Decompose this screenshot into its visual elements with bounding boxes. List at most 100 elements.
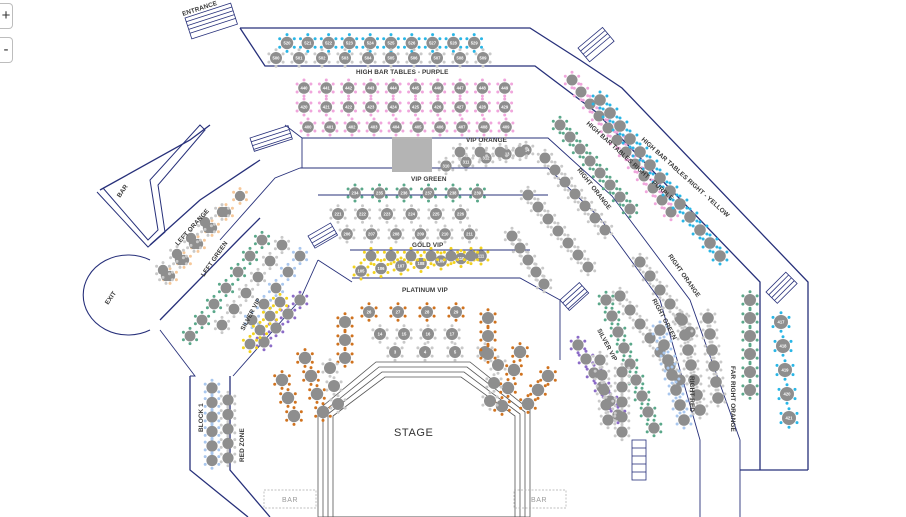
chair[interactable] bbox=[611, 128, 615, 132]
chair[interactable] bbox=[325, 380, 329, 384]
chair[interactable] bbox=[376, 45, 379, 49]
chair[interactable] bbox=[334, 37, 338, 41]
chair[interactable] bbox=[787, 325, 791, 329]
table[interactable] bbox=[651, 280, 669, 300]
table-top[interactable] bbox=[422, 328, 434, 340]
chair[interactable] bbox=[271, 304, 275, 308]
chair[interactable] bbox=[603, 310, 607, 314]
chair[interactable] bbox=[546, 225, 550, 229]
table-high-bar-front[interactable]: 527 bbox=[423, 33, 442, 53]
chair[interactable] bbox=[451, 101, 455, 105]
chair[interactable] bbox=[673, 354, 677, 358]
table-top[interactable] bbox=[362, 52, 374, 64]
chair[interactable] bbox=[793, 397, 797, 401]
chair[interactable] bbox=[586, 86, 590, 90]
chair[interactable] bbox=[269, 298, 273, 302]
table-top[interactable] bbox=[258, 336, 270, 348]
chair[interactable] bbox=[635, 211, 639, 215]
table-purple-row-1[interactable]: 442 bbox=[340, 78, 357, 98]
chair[interactable] bbox=[321, 362, 325, 366]
table-top[interactable] bbox=[302, 121, 314, 133]
chair[interactable] bbox=[599, 414, 603, 418]
chair[interactable] bbox=[417, 45, 421, 49]
chair[interactable] bbox=[529, 201, 533, 205]
table[interactable] bbox=[511, 238, 529, 258]
chair[interactable] bbox=[553, 221, 557, 225]
chair[interactable] bbox=[573, 237, 577, 241]
chair[interactable] bbox=[535, 278, 539, 282]
chair[interactable] bbox=[550, 152, 554, 156]
chair[interactable] bbox=[536, 197, 540, 201]
table[interactable] bbox=[675, 410, 693, 430]
table[interactable] bbox=[597, 395, 615, 415]
chair[interactable] bbox=[539, 213, 543, 217]
chair[interactable] bbox=[711, 258, 715, 262]
table-purple-row-2[interactable]: 426 bbox=[429, 97, 447, 117]
chair[interactable] bbox=[466, 261, 470, 264]
table-high-bar-back[interactable]: 503 bbox=[336, 48, 354, 68]
table[interactable] bbox=[581, 151, 599, 171]
table[interactable] bbox=[503, 226, 521, 246]
chair[interactable] bbox=[402, 340, 406, 344]
chair[interactable] bbox=[420, 101, 424, 105]
chair[interactable] bbox=[269, 336, 273, 340]
chair[interactable] bbox=[378, 199, 381, 203]
table-top[interactable] bbox=[589, 212, 601, 224]
chair[interactable] bbox=[569, 339, 573, 343]
chair[interactable] bbox=[713, 320, 717, 324]
chair[interactable] bbox=[596, 232, 600, 236]
table-top[interactable] bbox=[304, 369, 318, 383]
table-purple-row-2[interactable]: 421 bbox=[317, 97, 335, 117]
chair[interactable] bbox=[715, 245, 719, 249]
chair[interactable] bbox=[667, 384, 671, 388]
chair[interactable] bbox=[682, 359, 686, 363]
chair[interactable] bbox=[585, 367, 589, 371]
chair[interactable] bbox=[713, 312, 717, 316]
chair[interactable] bbox=[210, 422, 214, 426]
chair[interactable] bbox=[436, 258, 440, 262]
chair[interactable] bbox=[543, 201, 547, 205]
chair[interactable] bbox=[267, 330, 271, 334]
chair[interactable] bbox=[219, 431, 223, 435]
chair[interactable] bbox=[394, 240, 398, 244]
chair[interactable] bbox=[718, 246, 722, 250]
chair[interactable] bbox=[417, 37, 421, 41]
chair[interactable] bbox=[343, 348, 347, 352]
chair[interactable] bbox=[702, 389, 706, 393]
table-top[interactable] bbox=[670, 384, 682, 396]
table-top[interactable] bbox=[612, 326, 624, 338]
table[interactable] bbox=[536, 148, 554, 168]
chair[interactable] bbox=[467, 129, 471, 133]
chair[interactable] bbox=[487, 90, 491, 94]
chair[interactable] bbox=[233, 431, 237, 435]
table[interactable] bbox=[676, 325, 694, 345]
table-high-bar-front[interactable]: 526 bbox=[403, 33, 421, 53]
chair[interactable] bbox=[203, 426, 207, 430]
table-top[interactable] bbox=[616, 426, 628, 438]
table[interactable] bbox=[639, 402, 657, 422]
chair[interactable] bbox=[652, 418, 656, 422]
table-platinum-mid[interactable]: 17 bbox=[443, 324, 461, 344]
table[interactable] bbox=[451, 142, 469, 162]
chair[interactable] bbox=[645, 318, 649, 322]
chair[interactable] bbox=[707, 384, 711, 388]
chair[interactable] bbox=[631, 154, 635, 158]
chair[interactable] bbox=[581, 155, 585, 159]
table-top[interactable] bbox=[594, 94, 606, 106]
chair[interactable] bbox=[585, 143, 589, 147]
chair[interactable] bbox=[336, 394, 340, 398]
chair[interactable] bbox=[628, 199, 632, 203]
chair[interactable] bbox=[290, 60, 294, 64]
table-top[interactable] bbox=[465, 250, 477, 262]
chair[interactable] bbox=[339, 388, 343, 392]
chair[interactable] bbox=[549, 286, 553, 290]
table[interactable] bbox=[563, 70, 581, 90]
table[interactable] bbox=[682, 355, 700, 375]
chair[interactable] bbox=[678, 194, 682, 198]
chair[interactable] bbox=[546, 209, 550, 213]
table-top[interactable] bbox=[280, 36, 294, 50]
table-top[interactable] bbox=[339, 352, 351, 364]
chair[interactable] bbox=[248, 246, 252, 250]
chair[interactable] bbox=[374, 306, 378, 310]
table-top[interactable] bbox=[665, 206, 677, 218]
